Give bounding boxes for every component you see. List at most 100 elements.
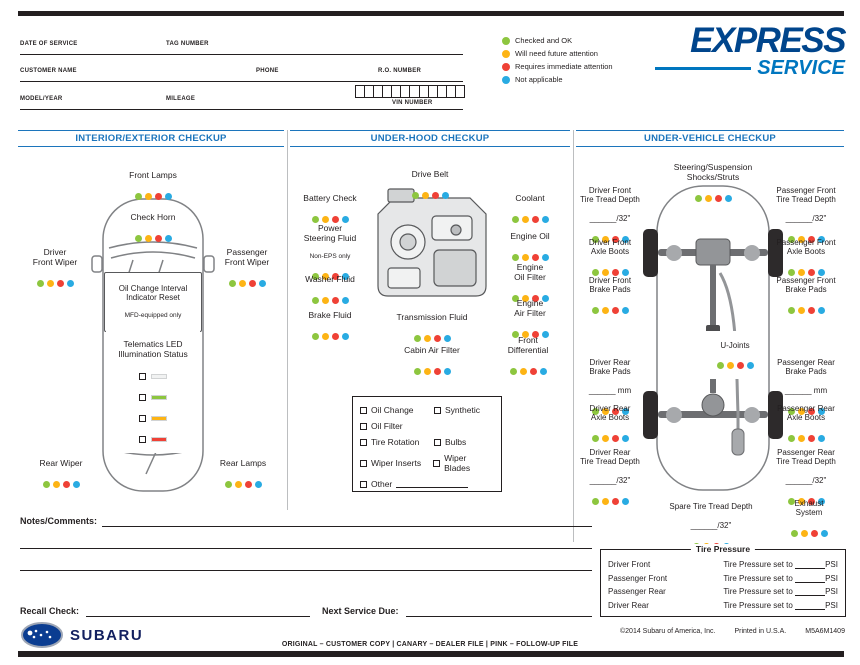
status-dot[interactable] — [591, 268, 599, 276]
brake-fluid-dots[interactable] — [294, 333, 366, 341]
passenger-rear-tread-blank[interactable]: ______/32" — [785, 476, 827, 486]
status-dot[interactable] — [519, 367, 527, 375]
status-dot[interactable] — [817, 407, 825, 415]
washer-fluid-dots[interactable] — [294, 297, 366, 305]
vin-comb-field[interactable] — [355, 85, 465, 98]
status-dot[interactable] — [591, 235, 599, 243]
status-dot[interactable] — [817, 235, 825, 243]
driver-front-brake-dots[interactable] — [574, 306, 646, 314]
telematics-checkbox-4[interactable] — [139, 436, 146, 444]
customer-phone-ro-write-line[interactable] — [20, 70, 463, 82]
status-dot[interactable] — [787, 235, 795, 243]
transmission-fluid-dots[interactable] — [382, 335, 482, 343]
driver-front-tread-dots[interactable] — [574, 235, 646, 243]
tp-psi-blank[interactable] — [795, 588, 826, 596]
status-dot[interactable] — [591, 497, 599, 505]
status-dot[interactable] — [591, 306, 599, 314]
status-dot[interactable] — [797, 497, 805, 505]
status-dot[interactable] — [736, 362, 744, 370]
telematics-checkbox-2[interactable] — [139, 394, 146, 402]
status-dot[interactable] — [509, 367, 517, 375]
front-differential-dots[interactable] — [492, 367, 564, 375]
status-dot[interactable] — [787, 407, 795, 415]
status-dot[interactable] — [254, 481, 262, 489]
tp-psi-blank[interactable] — [795, 602, 826, 610]
status-dot[interactable] — [341, 216, 349, 224]
status-dot[interactable] — [714, 194, 722, 202]
status-dot[interactable] — [726, 362, 734, 370]
passenger-front-tread-dots[interactable] — [768, 235, 844, 243]
status-dot[interactable] — [601, 268, 609, 276]
status-dot[interactable] — [601, 434, 609, 442]
status-dot[interactable] — [541, 216, 549, 224]
status-dot[interactable] — [601, 306, 609, 314]
passenger-front-brake-dots[interactable] — [768, 306, 844, 314]
status-dot[interactable] — [62, 481, 70, 489]
status-dot[interactable] — [807, 497, 815, 505]
cabin-air-filter-dots[interactable] — [387, 368, 477, 376]
status-dot[interactable] — [611, 497, 619, 505]
status-dot[interactable] — [529, 367, 537, 375]
drive-belt-dots[interactable] — [385, 192, 475, 200]
status-dot[interactable] — [224, 481, 232, 489]
status-dot[interactable] — [238, 279, 246, 287]
status-dot[interactable] — [228, 279, 236, 287]
status-dot[interactable] — [311, 333, 319, 341]
status-dot[interactable] — [321, 273, 329, 281]
status-dot[interactable] — [621, 306, 629, 314]
status-dot[interactable] — [244, 481, 252, 489]
passenger-front-tread-blank[interactable]: ______/32" — [785, 214, 827, 224]
status-dot[interactable] — [817, 497, 825, 505]
status-dot[interactable] — [311, 216, 319, 224]
passenger-rear-axle-dots[interactable] — [768, 434, 844, 442]
status-dot[interactable] — [611, 407, 619, 415]
oil-change-checkbox[interactable] — [360, 406, 367, 414]
passenger-front-wiper-dots[interactable] — [212, 279, 282, 287]
engine-oil-dots[interactable] — [496, 254, 564, 262]
status-dot[interactable] — [521, 330, 529, 338]
driver-rear-brake-dots[interactable] — [574, 407, 646, 415]
oil-filter-checkbox[interactable] — [360, 422, 367, 430]
status-dot[interactable] — [56, 279, 64, 287]
rear-wiper-dots[interactable] — [26, 481, 96, 489]
driver-rear-axle-dots[interactable] — [574, 434, 646, 442]
status-dot[interactable] — [164, 235, 172, 243]
status-dot[interactable] — [411, 192, 419, 200]
status-dot[interactable] — [539, 367, 547, 375]
other-write-line[interactable] — [396, 480, 469, 488]
status-dot[interactable] — [817, 268, 825, 276]
status-dot[interactable] — [694, 194, 702, 202]
status-dot[interactable] — [797, 407, 805, 415]
tp-psi-blank[interactable] — [795, 575, 826, 583]
status-dot[interactable] — [797, 306, 805, 314]
power-steering-dots[interactable] — [292, 273, 368, 281]
status-dot[interactable] — [611, 235, 619, 243]
status-dot[interactable] — [790, 529, 798, 537]
recall-check-line[interactable] — [86, 606, 310, 617]
engine-oil-filter-dots[interactable] — [498, 294, 562, 302]
driver-rear-tread-dots[interactable] — [574, 497, 646, 505]
steering-suspension-dots[interactable] — [640, 194, 786, 202]
status-dot[interactable] — [258, 279, 266, 287]
status-dot[interactable] — [591, 434, 599, 442]
notes-line-3[interactable] — [20, 560, 592, 571]
status-dot[interactable] — [144, 193, 152, 201]
next-service-due-line[interactable] — [406, 606, 592, 617]
status-dot[interactable] — [511, 254, 519, 262]
status-dot[interactable] — [746, 362, 754, 370]
exhaust-system-dots[interactable] — [778, 529, 840, 537]
wiper-inserts-checkbox[interactable] — [360, 459, 367, 467]
status-dot[interactable] — [611, 306, 619, 314]
status-dot[interactable] — [331, 333, 339, 341]
status-dot[interactable] — [423, 368, 431, 376]
status-dot[interactable] — [331, 297, 339, 305]
status-dot[interactable] — [134, 235, 142, 243]
driver-front-axle-dots[interactable] — [574, 268, 646, 276]
status-dot[interactable] — [621, 268, 629, 276]
status-dot[interactable] — [807, 407, 815, 415]
status-dot[interactable] — [800, 529, 808, 537]
status-dot[interactable] — [521, 216, 529, 224]
status-dot[interactable] — [341, 297, 349, 305]
notes-line-1[interactable] — [102, 516, 592, 527]
status-dot[interactable] — [421, 192, 429, 200]
